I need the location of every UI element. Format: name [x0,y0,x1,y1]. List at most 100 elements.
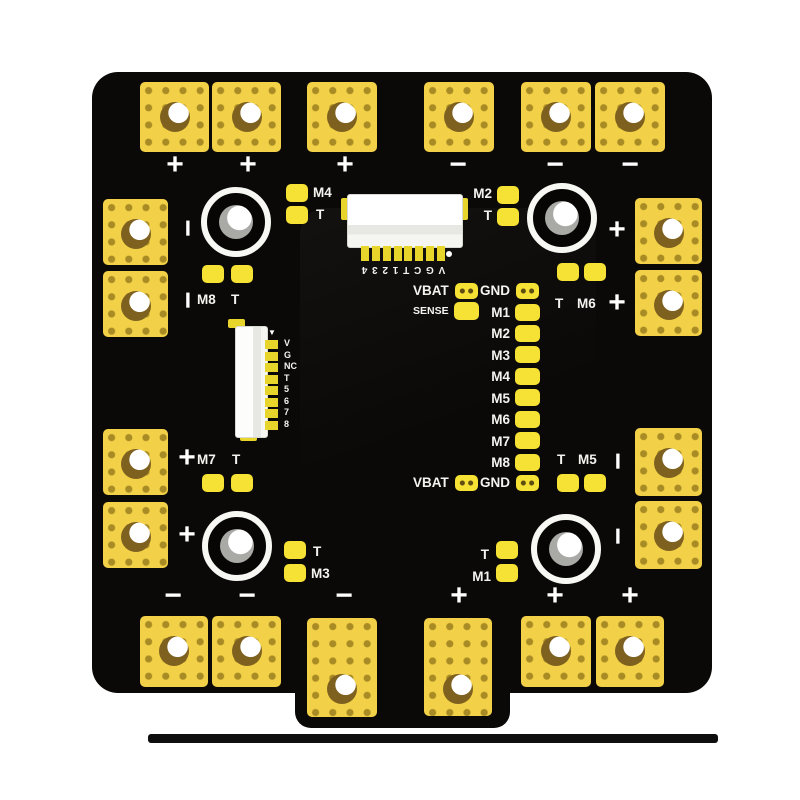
mounting-hole [531,514,601,584]
connector-pin [371,246,380,261]
connector-pin [265,409,278,419]
motor-label: M1 [491,305,510,320]
connector-pin-label: 7 [284,407,290,418]
polarity-sign: − [164,579,182,612]
connector-pin [265,397,278,407]
silkscreen-label: M3 [311,566,330,581]
solder-pad [635,198,702,264]
motor-label: M7 [491,433,510,449]
connector-wing-pad [459,198,468,220]
solder-pad [595,82,665,152]
polarity-sign: + [608,286,626,319]
esc-signal-pad [557,474,579,492]
solder-pad [103,271,168,337]
solder-pad [424,82,494,152]
polarity-sign: + [166,148,184,181]
connector-pin [265,374,278,384]
connector-pin [426,246,435,261]
connector-pin [382,246,391,261]
connector-pin-label: 8 [284,418,290,429]
esc-signal-pad [584,474,606,492]
connector-pin [265,340,278,349]
connector-pin [265,351,278,361]
silkscreen-label: GND [480,475,510,490]
connector-pin [265,363,278,373]
pin1-marker-icon: ▼ [268,328,276,337]
silkscreen-label: VBAT [413,475,449,490]
esc-signal-pad [286,206,308,224]
connector-pin [265,420,278,430]
polarity-sign: + [621,579,639,612]
silkscreen-label: M8 [197,292,216,307]
polarity-sign: − [238,579,256,612]
vbat-gnd-pad [516,475,539,491]
motor-pad [515,432,540,450]
silkscreen-label: VBAT [413,283,449,298]
pin1-dot [446,251,452,257]
silkscreen-label: M4 [313,185,332,200]
top-jst-connector [347,194,463,248]
motor-label: M3 [491,347,510,363]
motor-pad [515,453,540,471]
connector-pin-label: 5 [284,384,290,395]
vbat-gnd-pad [516,283,539,299]
solder-pad [212,82,281,152]
silkscreen-label: M5 [578,452,597,467]
silkscreen-label: M2 [473,186,492,201]
esc-signal-pad [202,474,224,492]
motor-pad [515,346,540,364]
silkscreen-label: T [483,208,492,223]
solder-pad [140,616,208,687]
connector-pin-label: V [284,338,291,348]
connector-pin [361,246,369,261]
connector-pin-label: G [284,349,292,360]
mounting-hole [202,511,272,581]
connector-wing-pad [341,198,350,220]
connector-pin-label: T [284,372,290,383]
connector-pin [265,386,278,396]
polarity-sign: − [171,219,204,237]
polarity-sign: − [449,148,467,181]
silkscreen-label: T [313,544,322,559]
polarity-sign: + [608,213,626,246]
solder-pad [521,82,591,152]
polarity-sign: − [335,579,353,612]
motor-pad [515,367,540,385]
solder-pad [103,429,168,495]
vbat-gnd-pad [455,475,478,491]
mounting-hole [527,183,597,253]
motor-label: M5 [491,390,510,406]
connector-pin [393,246,402,261]
top-connector-pin-labels: V G C T 1 2 3 4 [360,264,446,275]
solder-pad [307,618,377,717]
silkscreen-label: T [231,292,240,307]
connector-pin [436,246,445,261]
solder-pad [103,199,168,265]
solder-pad [307,82,377,152]
polarity-sign: + [178,518,196,551]
silkscreen-label: T [555,296,564,311]
polarity-sign: − [621,148,639,181]
esc-signal-pad [286,184,308,202]
solder-pad [212,616,281,687]
polarity-sign: + [450,579,468,612]
connector-pin-label: 6 [284,395,290,406]
solder-pad [140,82,209,152]
solder-pad [635,501,702,569]
silkscreen-label: M1 [472,569,491,584]
solder-pad [521,616,591,687]
silkscreen-label: T [480,547,489,562]
solder-pad [635,270,702,336]
esc-signal-pad [231,265,253,283]
connector-pin [404,246,413,261]
silkscreen-label: M7 [197,452,216,467]
esc-signal-pad [284,564,306,582]
esc-signal-pad [284,541,306,559]
motor-label: M6 [491,412,510,428]
esc-signal-pad [497,208,519,226]
motor-pad [515,410,540,428]
esc-signal-pad [202,265,224,283]
esc-signal-pad [497,186,519,204]
solder-pad [424,618,492,716]
